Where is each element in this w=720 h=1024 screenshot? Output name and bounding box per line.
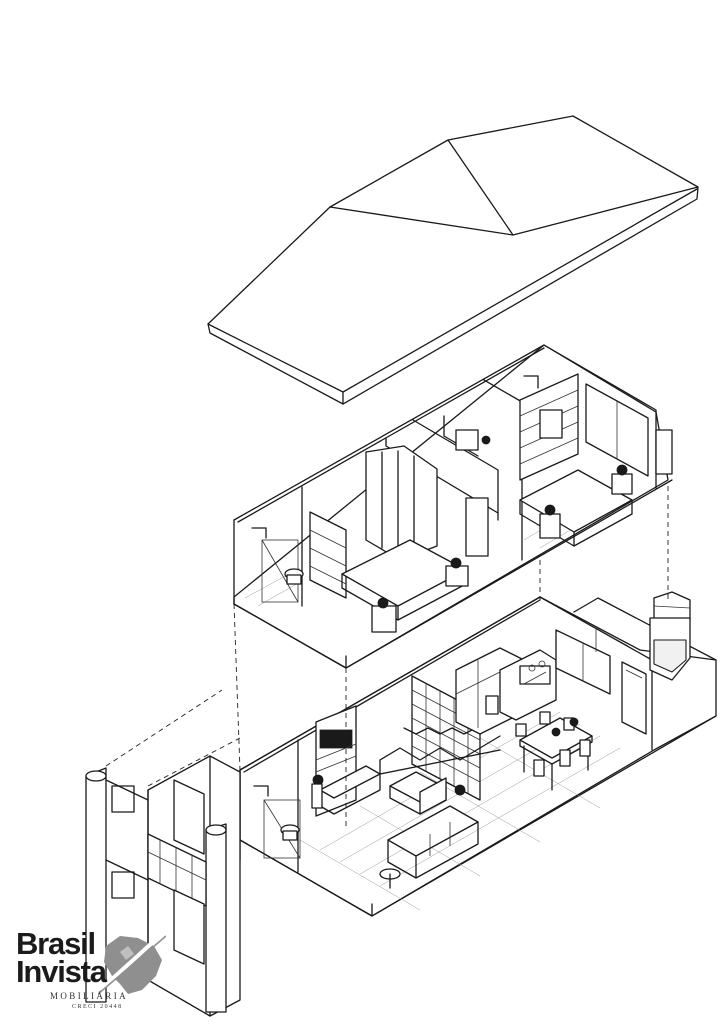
- logo-registration: CRECI 20448: [72, 1004, 123, 1010]
- upper-floor: [233, 344, 673, 669]
- upper-bedroom-2: [443, 373, 673, 547]
- logo-word-brasil: Brasil: [16, 926, 96, 961]
- ground-bathroom: [253, 785, 301, 859]
- logo-tagline: MOBILIÁRIA: [50, 991, 128, 1001]
- ground-floor: [85, 591, 717, 1017]
- roof: [207, 115, 699, 405]
- living-room: [379, 771, 479, 889]
- brasil-invista-logo: Brasil Invista MOBILIÁRIA CRECI 20448: [14, 926, 166, 1022]
- brazil-map-icon: [98, 932, 166, 995]
- upper-bathroom: [251, 527, 304, 603]
- dining-set: [515, 711, 593, 791]
- logo-word-invista: Invista: [16, 954, 107, 989]
- kitchen: [455, 647, 557, 735]
- projection-lines: [105, 486, 669, 838]
- barbecue-area: [555, 591, 691, 735]
- front-facade: [85, 755, 241, 1017]
- upper-bedroom-1: [309, 445, 489, 633]
